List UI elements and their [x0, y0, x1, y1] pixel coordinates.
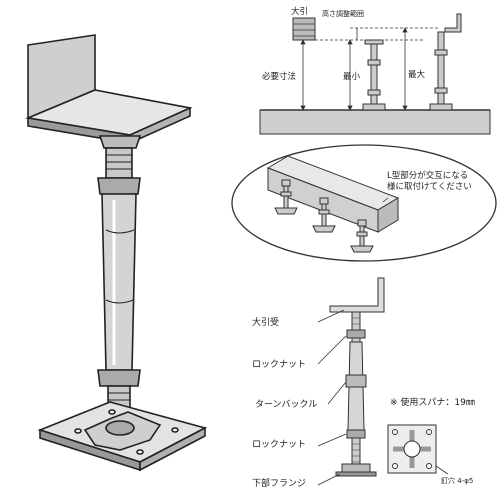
beam-support-bracket [329, 277, 385, 313]
upper-lock-nut-part [346, 329, 366, 339]
lower-flange-part [341, 463, 371, 473]
lower-lock-nut [97, 369, 141, 387]
upper-lock-nut [97, 177, 141, 195]
required-dim-label: 必要寸法 [262, 72, 297, 82]
floor-post-illustration [25, 34, 208, 472]
flange-plan-view [387, 424, 437, 474]
beam-cross-section [292, 17, 316, 41]
installed-post-2 [312, 197, 336, 233]
turnbuckle-body [101, 193, 137, 371]
part-label-beam-support: 大引受 [252, 318, 280, 328]
min-label: 最小 [343, 72, 361, 82]
installed-post-1 [274, 179, 298, 215]
upper-thread [105, 147, 133, 179]
install-note-line2: 様に取付けてください [387, 182, 472, 192]
lower-lock-nut-part [346, 429, 366, 439]
beam-label: 大引 [291, 7, 309, 17]
part-label-lock-nut-lower: ロックナット [252, 440, 307, 450]
nail-hole-label: 釘穴 4-φ5 [441, 477, 474, 485]
adjust-range-label: 高さ調整範囲 [322, 10, 364, 18]
wrench-note: ※ 使用スパナ：19㎜ [390, 398, 475, 408]
install-note-line1: L型部分が交互になる [387, 171, 469, 181]
installation-diagram [231, 144, 497, 262]
installed-post-3 [350, 219, 374, 253]
floor-slab [259, 109, 491, 135]
part-label-turnbuckle: ターンバックル [255, 400, 318, 410]
height-adjustment-diagram [259, 13, 491, 135]
post-min [362, 39, 386, 111]
part-label-lower-flange: 下部フランジ [252, 479, 307, 489]
part-label-lock-nut-upper: ロックナット [252, 360, 307, 370]
post-max [429, 13, 462, 111]
parts-diagram [317, 277, 449, 486]
max-label: 最大 [408, 70, 426, 80]
